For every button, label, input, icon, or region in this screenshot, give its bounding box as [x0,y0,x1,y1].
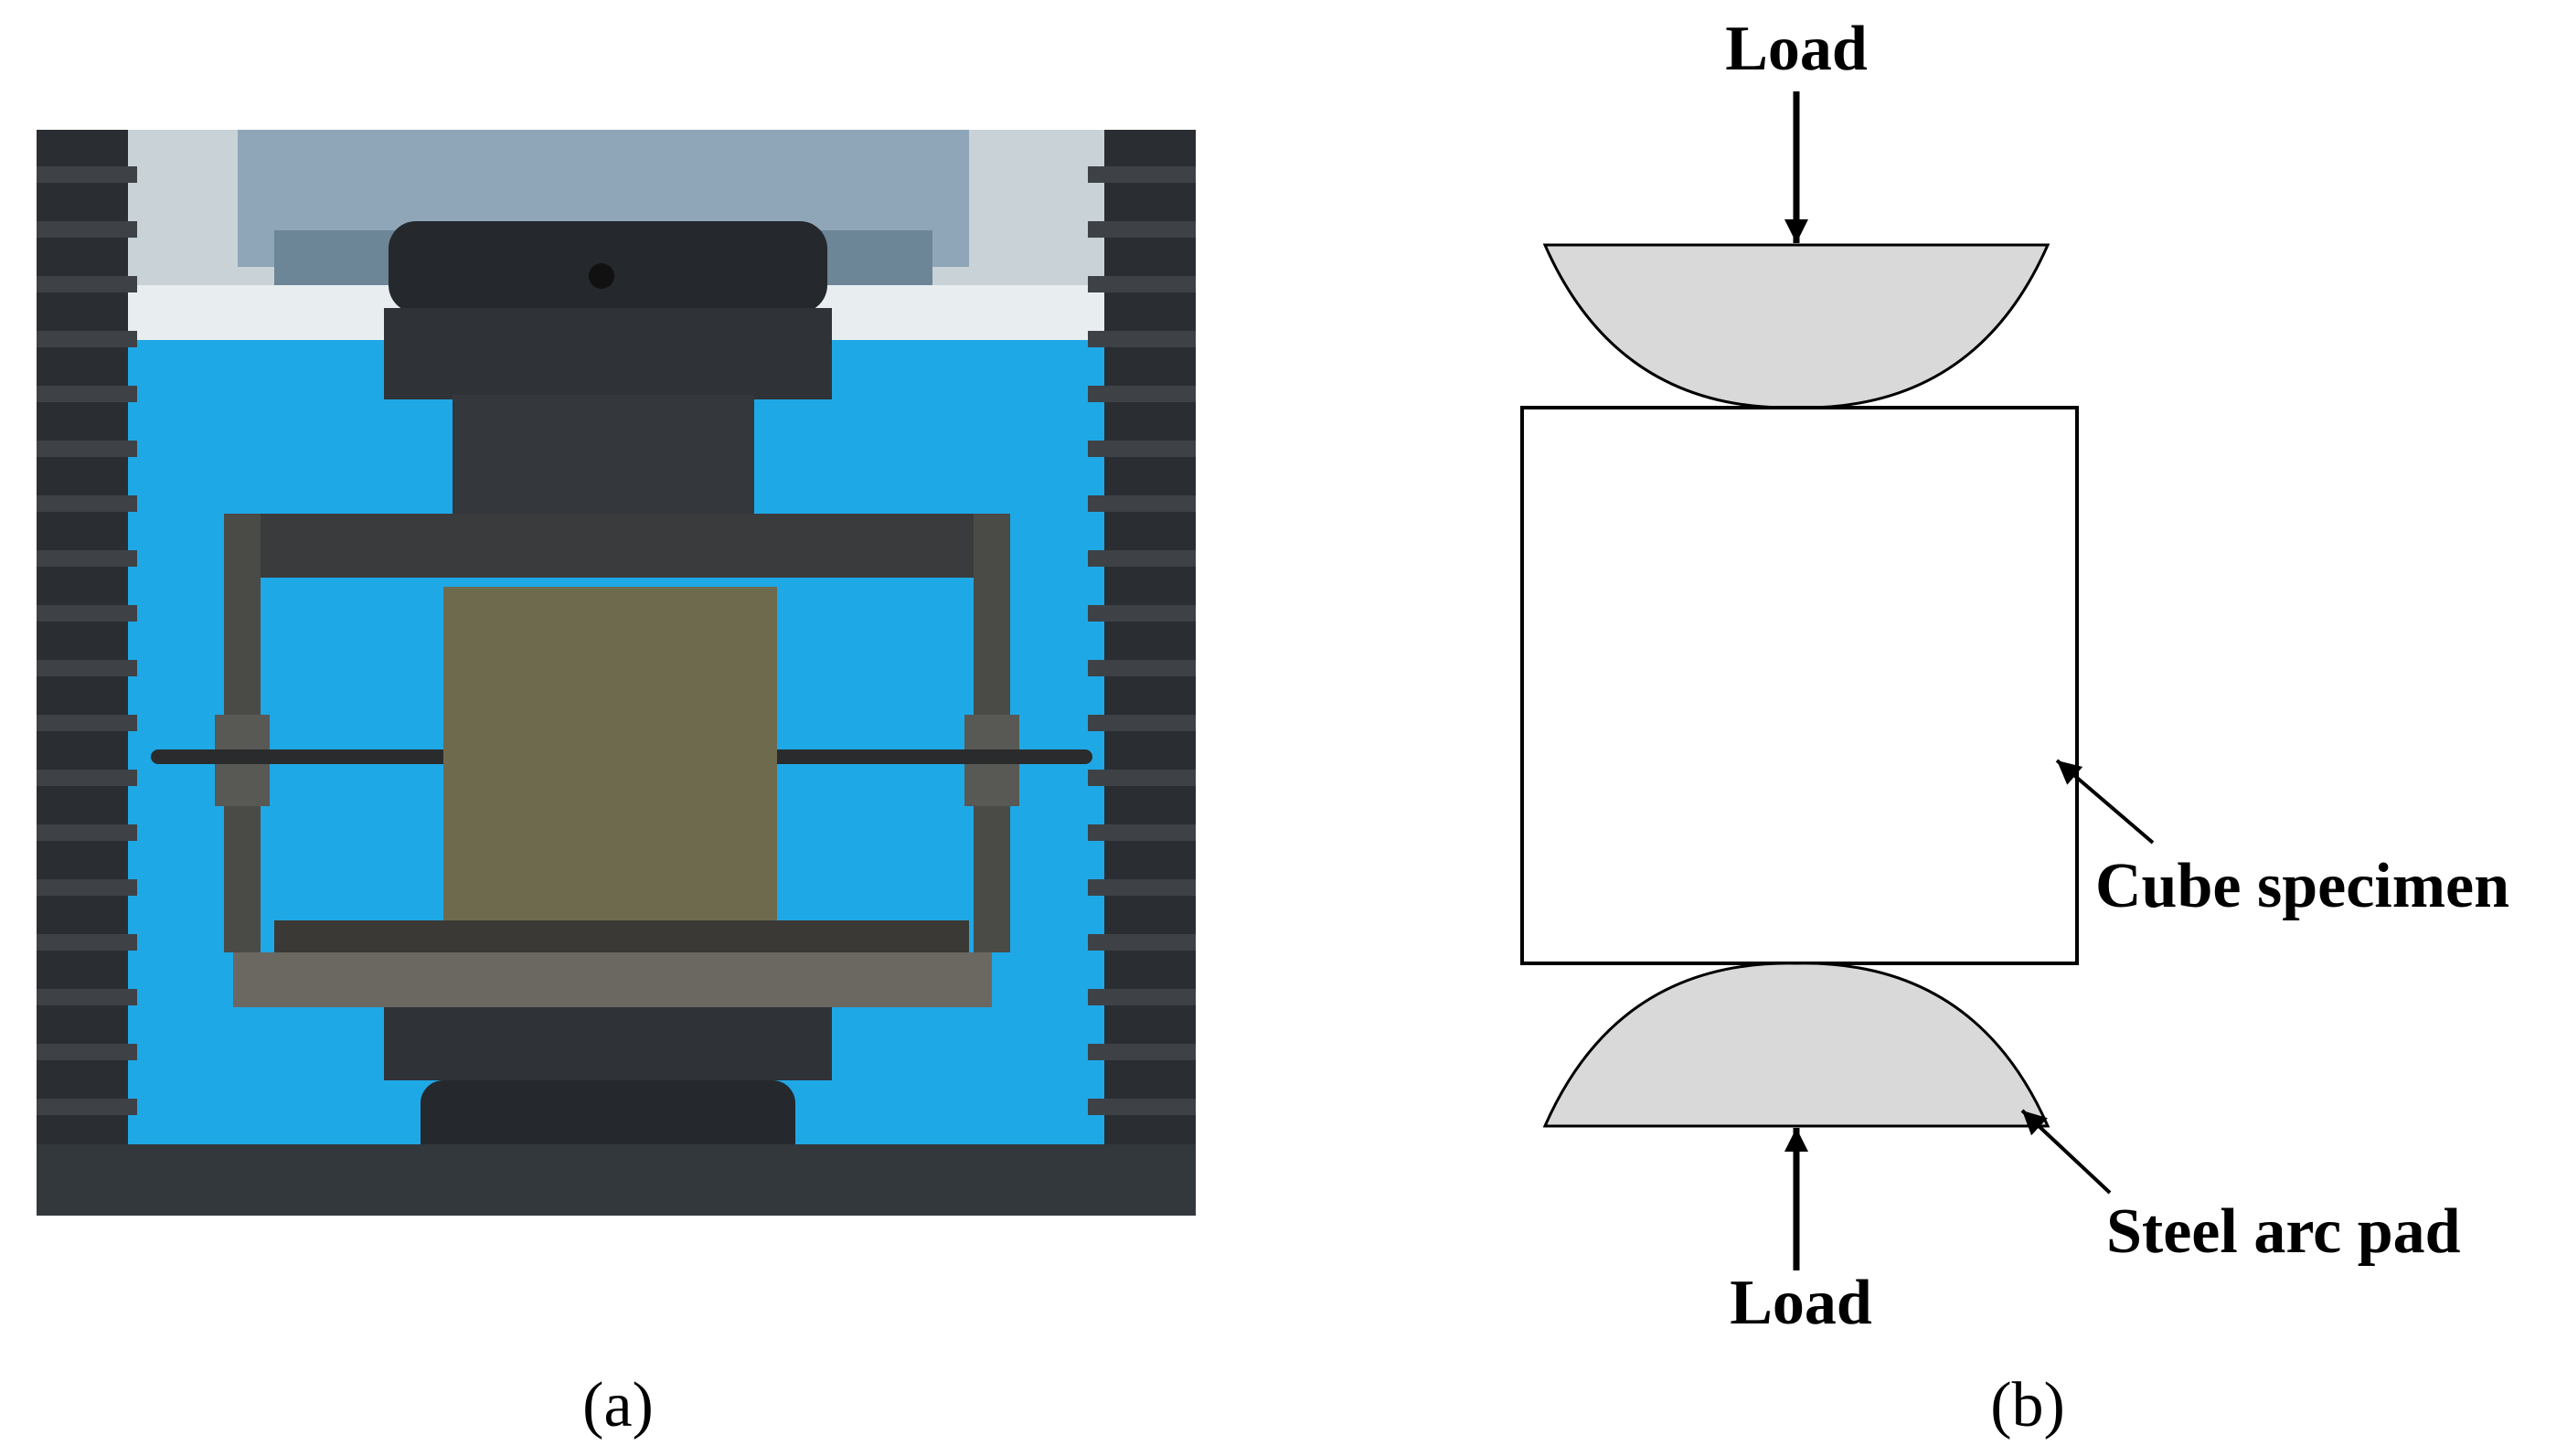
cube-specimen-photo [443,587,777,925]
right-screw-column [1088,130,1196,1172]
test-setup-photo [37,130,1196,1216]
left-screw-column [37,130,137,1172]
panel-a-label: (a) [582,1370,654,1440]
bottom-steel-arc-pad [1542,962,2050,1128]
fixture-frame [215,514,1019,952]
bottom-load-label: Load [1730,1268,1872,1338]
steel-arc-pad-label: Steel arc pad [2106,1196,2461,1267]
cube-leader-line [2055,759,2155,845]
machine-base [37,1144,1196,1216]
cube-specimen [1520,406,2079,965]
pad-leader-line [2020,1109,2112,1195]
cube-specimen-label: Cube specimen [2095,851,2509,921]
top-steel-arc-pad [1542,243,2050,409]
top-load-label: Load [1725,14,1868,84]
upper-platen [384,221,832,514]
lower-tray [233,920,992,1007]
panel-b-label: (b) [1990,1370,2065,1440]
